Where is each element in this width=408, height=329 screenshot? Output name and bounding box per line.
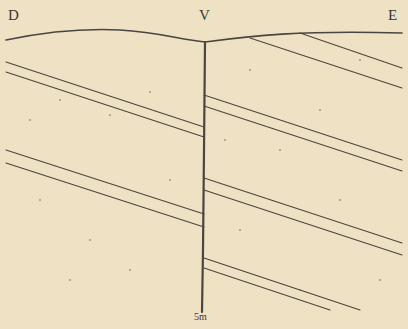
section-end-label: E <box>388 8 397 23</box>
fault-line <box>202 42 205 312</box>
ground-surface <box>6 30 402 42</box>
fault-label: V <box>199 8 210 23</box>
section-end-label: D <box>8 8 19 23</box>
strata-right <box>204 33 402 310</box>
strata-left <box>6 62 204 227</box>
stipple <box>29 59 381 291</box>
scale-label: 5m <box>194 312 207 322</box>
